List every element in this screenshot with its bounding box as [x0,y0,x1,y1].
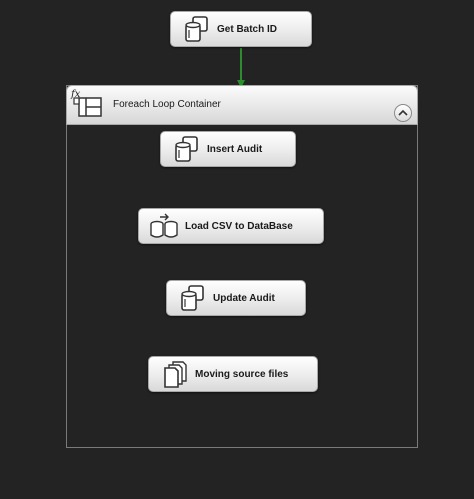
data-flow-icon [147,211,181,241]
container-header[interactable]: fx Foreach Loop Container [66,85,418,125]
svg-text:fx: fx [70,89,81,100]
collapse-button[interactable] [394,104,412,122]
task-label: Get Batch ID [217,23,278,35]
chevron-up-icon [398,109,408,116]
container-title: Foreach Loop Container [113,99,221,110]
task-get-batch-id[interactable]: Get Batch ID [170,11,312,47]
execute-sql-icon [179,14,213,44]
execute-sql-icon [175,283,209,313]
task-label: Insert Audit [207,143,263,155]
foreach-loop-icon: fx [69,86,105,125]
task-load-csv[interactable]: Load CSV to DataBase [138,208,324,244]
task-label: Moving source files [195,368,289,380]
task-update-audit[interactable]: Update Audit [166,280,306,316]
task-label: Update Audit [213,292,275,304]
execute-sql-icon [169,134,203,164]
file-system-icon [157,359,191,389]
task-label: Load CSV to DataBase [185,220,293,232]
task-insert-audit[interactable]: Insert Audit [160,131,296,167]
task-moving-source-files[interactable]: Moving source files [148,356,318,392]
